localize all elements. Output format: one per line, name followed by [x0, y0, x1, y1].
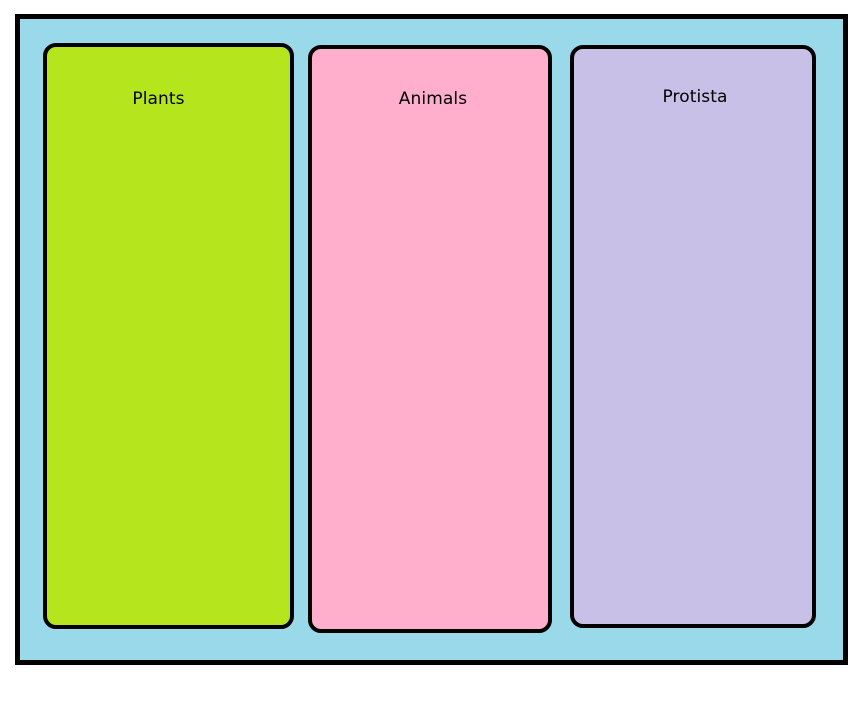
column-card-animals[interactable]: Animals: [308, 45, 552, 633]
column-card-protista[interactable]: Protista: [570, 45, 816, 628]
column-label-plants: Plants: [132, 89, 185, 109]
column-card-plants[interactable]: Plants: [43, 43, 294, 629]
column-label-protista: Protista: [662, 87, 728, 107]
classification-board: Plants Animals Protista: [15, 14, 848, 665]
column-label-animals: Animals: [398, 89, 468, 109]
